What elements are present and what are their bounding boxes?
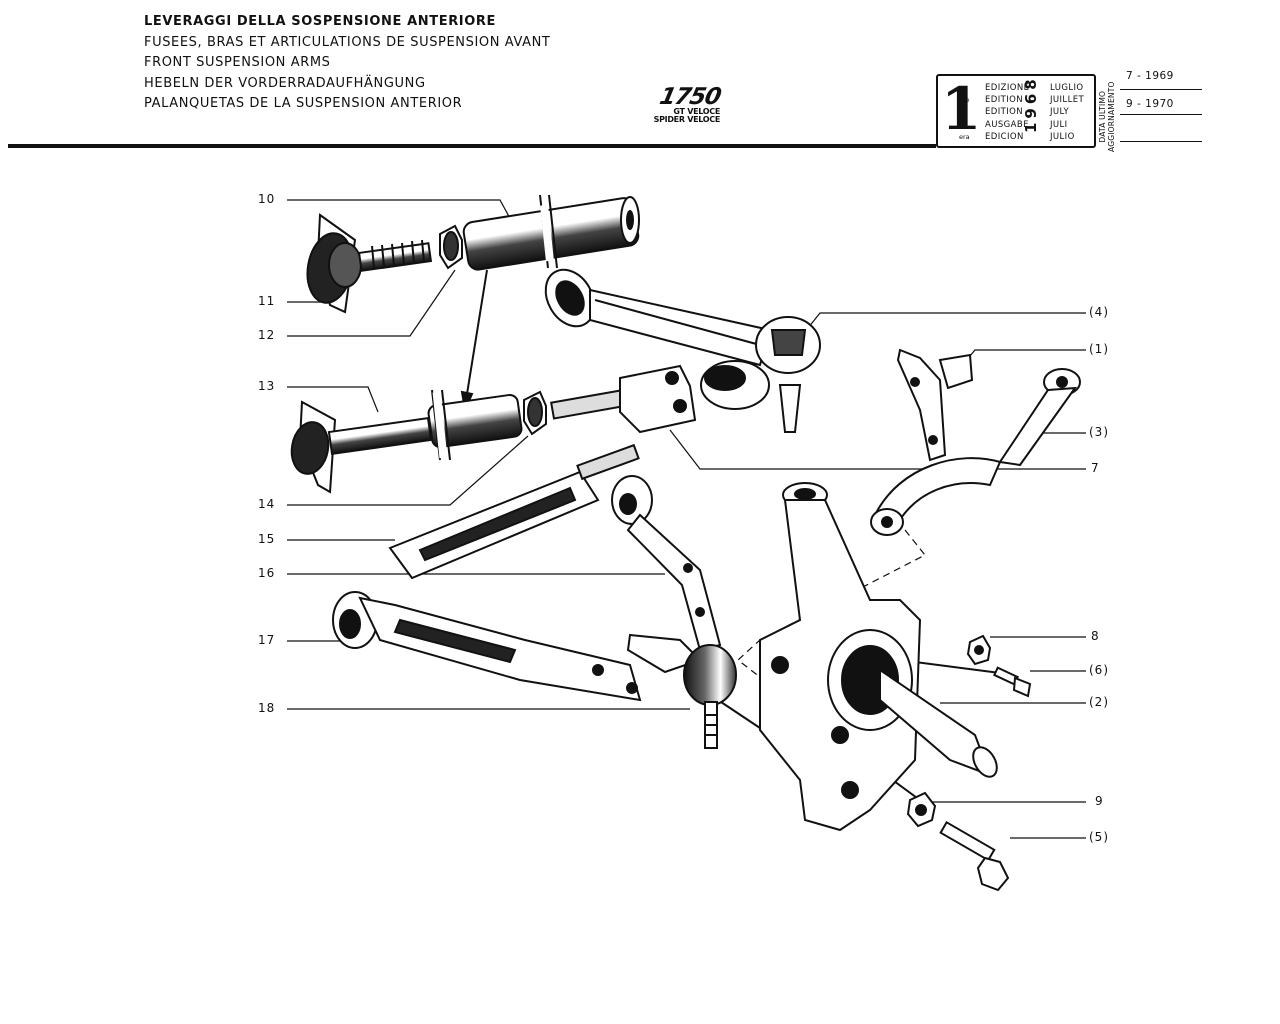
update-line (1120, 89, 1202, 90)
callout-15: 15 (258, 532, 276, 546)
part-9-nut (906, 791, 937, 828)
edition-labels: EDIZIONE EDITION EDITION AUSGABE EDICION (985, 82, 1029, 143)
edition-suffix: era (959, 133, 970, 141)
callout-11: 11 (258, 294, 276, 308)
model-variant-gt: GT VELOCE (673, 107, 720, 116)
edition-month: JULIO (1050, 131, 1075, 142)
header-rule (8, 144, 936, 148)
title-english: FRONT SUSPENSION ARMS (144, 55, 331, 70)
edition-label: EDITION (985, 107, 1023, 118)
update-line (1120, 141, 1202, 142)
part-1-bracket (896, 348, 974, 462)
callout-13: 13 (258, 379, 276, 393)
part-18-ball-joint (626, 633, 737, 749)
part-7-threaded-fork (550, 364, 697, 434)
edition-number: 1 (941, 75, 982, 143)
callout-14: 14 (258, 497, 276, 511)
edition-label: EDIZIONE (985, 83, 1030, 93)
edition-suffix: . (959, 120, 962, 128)
header-titles: LEVERAGGI DELLA SOSPENSIONE ANTERIORE FU… (144, 12, 550, 115)
title-italian: LEVERAGGI DELLA SOSPENSIONE ANTERIORE (144, 14, 496, 29)
part-8-nut (966, 634, 992, 666)
update-line (1120, 114, 1202, 115)
edition-suffix: a (959, 84, 963, 92)
callout-9: 9 (1095, 794, 1104, 808)
callout-18: 18 (258, 701, 276, 715)
title-french: FUSEES, BRAS ET ARTICULATIONS DE SUSPENS… (144, 34, 551, 50)
title-spanish: PALANQUETAS DE LA SUSPENSION ANTERIOR (144, 96, 463, 111)
part-6-bolt (993, 666, 1032, 698)
callout-7: 7 (1091, 461, 1100, 475)
part-16-link (611, 475, 722, 652)
part-10-pivot-shaft (462, 194, 640, 271)
part-2-steering-knuckle (759, 482, 998, 832)
callout-6: (6) (1089, 663, 1109, 677)
callout-1: (1) (1089, 342, 1109, 356)
edition-label: AUSGABE (985, 119, 1029, 130)
edition-month: JULY (1050, 107, 1070, 118)
edition-box (936, 74, 1096, 148)
part-14-nut (523, 390, 547, 436)
update-date-2: 9 - 1970 (1126, 98, 1174, 110)
leader-lines (287, 199, 1086, 839)
model-badge: 1750 GT VELOCE SPIDER VELOCE (636, 84, 723, 124)
callout-10: 10 (258, 192, 276, 206)
edition-month: JULI (1050, 119, 1068, 130)
callout-12: 12 (258, 328, 276, 342)
part-4-upper-arm (544, 268, 821, 433)
callout-8: 8 (1091, 629, 1100, 643)
edition-label: EDITION (985, 95, 1023, 106)
callout-5: (5) (1089, 830, 1109, 844)
model-variant-spider: SPIDER VELOCE (653, 115, 721, 124)
part-3-steering-arm (870, 368, 1081, 536)
part-5-bolt (939, 820, 1010, 892)
edition-month: LUGLIO (1050, 83, 1084, 93)
edition-suffix: st (959, 108, 965, 116)
part-11-bushing-mount (306, 213, 433, 314)
title-german: HEBELN DER VORDERRADAUFHÄNGUNG (144, 75, 426, 91)
callout-17: 17 (258, 633, 276, 647)
callout-2: (2) (1089, 695, 1109, 709)
callout-16: 16 (258, 566, 276, 580)
part-12-nut (439, 224, 463, 270)
edition-label: EDICION (985, 131, 1024, 142)
part-15-tie-rod (388, 443, 640, 580)
part-13-bushing-bolt (290, 389, 523, 494)
part-17-lower-arm (332, 591, 642, 702)
edition-month: JUILLET (1050, 95, 1085, 106)
callout-4: (4) (1089, 305, 1109, 319)
edition-suffix: ere (959, 96, 970, 104)
edition-months: LUGLIO JUILLET JULY JULI JULIO (1050, 82, 1084, 143)
callout-3: (3) (1089, 425, 1109, 439)
update-date-1: 7 - 1969 (1126, 70, 1174, 82)
